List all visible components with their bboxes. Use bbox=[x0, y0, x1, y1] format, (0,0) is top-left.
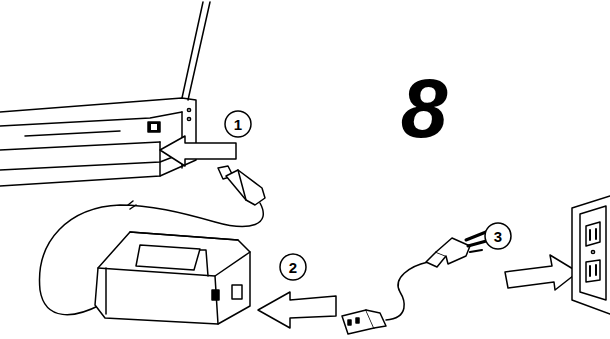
callout-circle bbox=[225, 111, 251, 137]
laptop-lid bbox=[182, 2, 203, 98]
wall-outlet bbox=[572, 196, 610, 314]
power-adapter bbox=[95, 232, 250, 324]
step-number: 8 bbox=[401, 66, 448, 150]
cable-tie bbox=[128, 201, 136, 209]
direction-arrow bbox=[505, 255, 578, 290]
callout-circle bbox=[485, 223, 511, 249]
laptop-base bbox=[0, 98, 196, 186]
mains-cord bbox=[386, 262, 428, 320]
direction-arrow bbox=[160, 136, 236, 166]
callout-number: 1 bbox=[234, 117, 242, 132]
callout-number: 3 bbox=[494, 229, 502, 244]
callout-circle bbox=[280, 254, 306, 280]
wall-plug bbox=[426, 232, 490, 267]
direction-arrow bbox=[258, 292, 336, 328]
mains-connector bbox=[342, 310, 386, 334]
callout-number: 2 bbox=[289, 260, 297, 275]
laptop-lid bbox=[188, 2, 210, 100]
dc-plug bbox=[218, 166, 265, 205]
